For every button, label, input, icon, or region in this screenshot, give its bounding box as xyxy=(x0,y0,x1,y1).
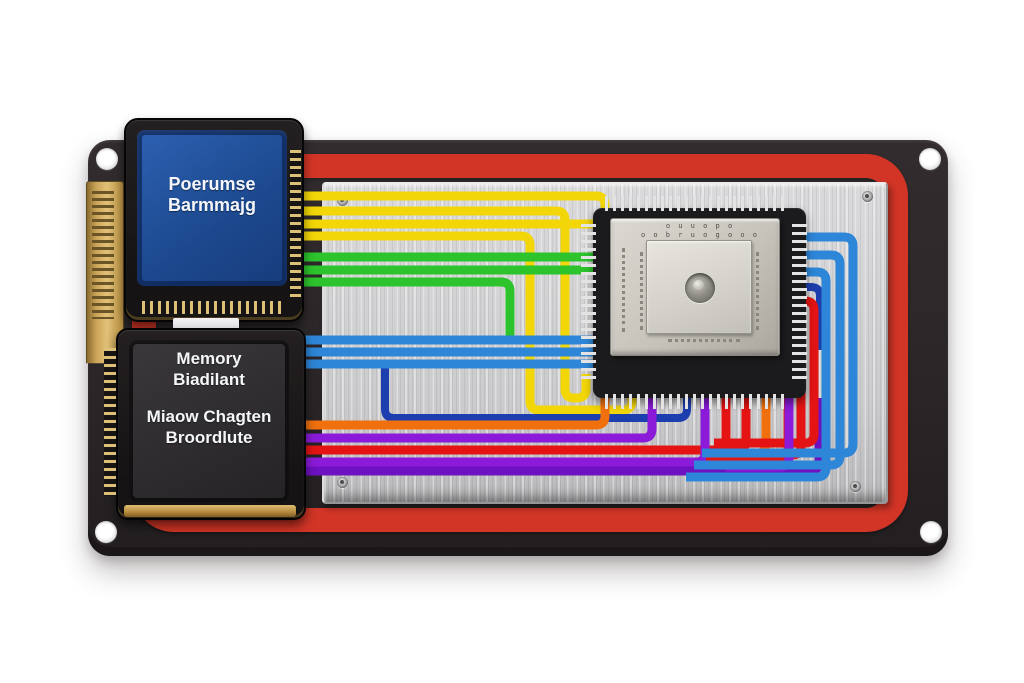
mounting-hole-top-left xyxy=(96,148,118,170)
cpu-marking-line1: o u u o p o xyxy=(665,222,735,230)
panel-screw-top-right xyxy=(862,191,873,202)
processor-chip-pins-bottom xyxy=(142,301,282,314)
cpu-pins-right xyxy=(792,224,807,382)
mounting-hole-bottom-right xyxy=(920,521,942,543)
memory-chip-label-line2: Biadilant xyxy=(173,370,245,389)
panel-screw-top-left xyxy=(337,195,348,206)
cpu-dot-column-outer-left xyxy=(622,248,625,332)
gold-edge-connector xyxy=(86,181,124,377)
mounting-hole-top-right xyxy=(919,148,941,170)
processor-chip-label-line1: Poerumse xyxy=(168,174,256,194)
memory-chip-label-line3: Miaow Chagten xyxy=(146,407,272,426)
panel-screw-bottom-right xyxy=(850,481,861,492)
memory-chip-pins-left xyxy=(104,348,116,496)
processor-chip-face: Poerumse Barmmajg xyxy=(137,130,287,286)
cpu-dot-column-inner-left xyxy=(640,252,643,330)
cpu-dot-row-bottom xyxy=(668,339,740,342)
cpu-pins-left xyxy=(581,224,596,382)
memory-chip-label-line1: Memory xyxy=(176,349,242,368)
gold-connector-stripes xyxy=(92,191,114,319)
cpu-center-circle xyxy=(685,273,715,303)
memory-chip-face: Memory Biadilant Miaow Chagten Broordlut… xyxy=(129,340,289,502)
cpu-dot-column-right xyxy=(756,252,759,330)
panel-screw-bottom-left xyxy=(337,477,348,488)
cpu-marking-line2: o o b r u o g o o o xyxy=(640,231,760,239)
processor-chip-pins-right xyxy=(290,150,301,300)
cpu-pins-top xyxy=(605,196,785,211)
memory-chip-label-line4: Broordlute xyxy=(165,428,253,447)
cpu-pins-bottom xyxy=(605,394,785,409)
memory-chip-gold-rim xyxy=(124,505,296,517)
processor-chip-label-line2: Barmmajg xyxy=(167,195,257,215)
mounting-hole-bottom-left xyxy=(95,521,117,543)
